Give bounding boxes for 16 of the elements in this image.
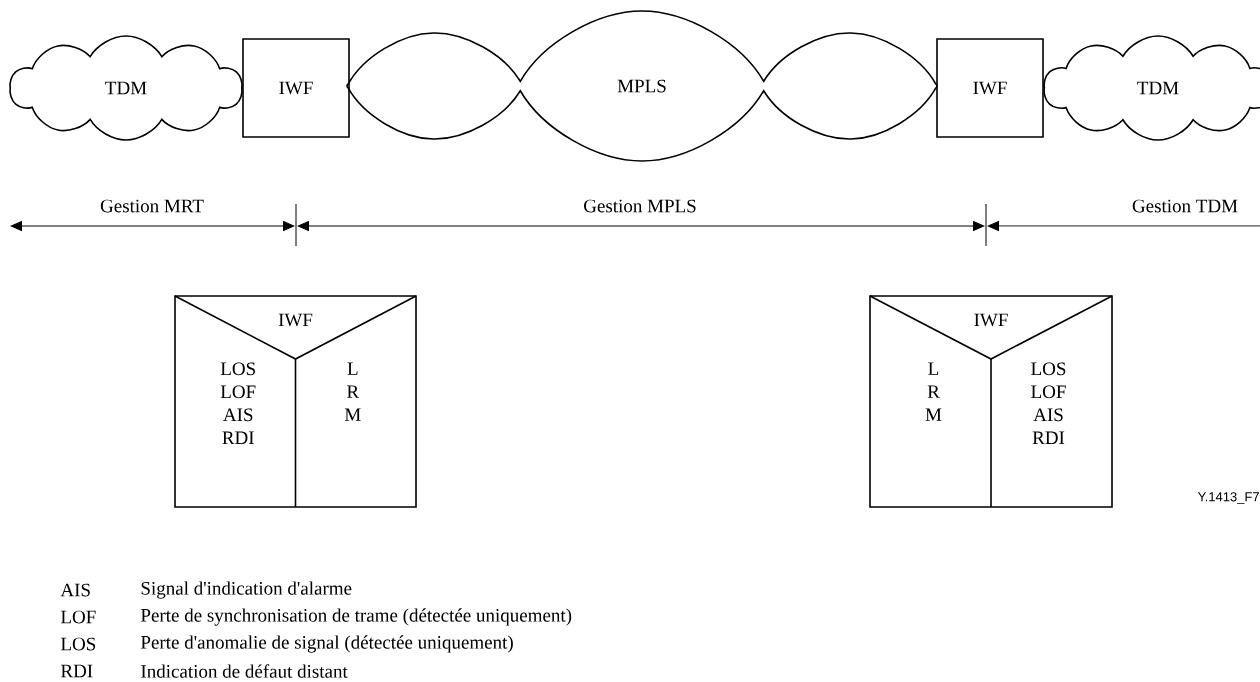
abbreviation: LOF	[60, 610, 96, 624]
figure-id: Y.1413_F7	[1197, 492, 1259, 504]
envelope-box: IWF LOS LOF AIS RDI L R M	[174, 295, 417, 508]
box: IWF	[242, 38, 350, 138]
envelope-box: IWF L R M LOS LOF AIS RDI	[869, 295, 1113, 508]
definition: Perte de synchronisation de trame (détectée uniquement)	[140, 608, 572, 626]
dimension-label: Gestion TDM	[1132, 199, 1238, 213]
abbreviation: LOS	[60, 637, 96, 651]
abbreviation: RDI	[60, 664, 93, 678]
definition: Indication de défaut distant	[141, 664, 348, 678]
definition: Perte d'anomalie de signal (détectée uniquement)	[140, 635, 513, 653]
dimension-label: Gestion MRT	[100, 199, 204, 213]
abbreviation: AIS	[60, 583, 90, 597]
definition: Signal d'indication d'alarme	[141, 581, 352, 599]
box: IWF	[936, 38, 1044, 138]
dimension-label: Gestion MPLS	[584, 199, 696, 213]
